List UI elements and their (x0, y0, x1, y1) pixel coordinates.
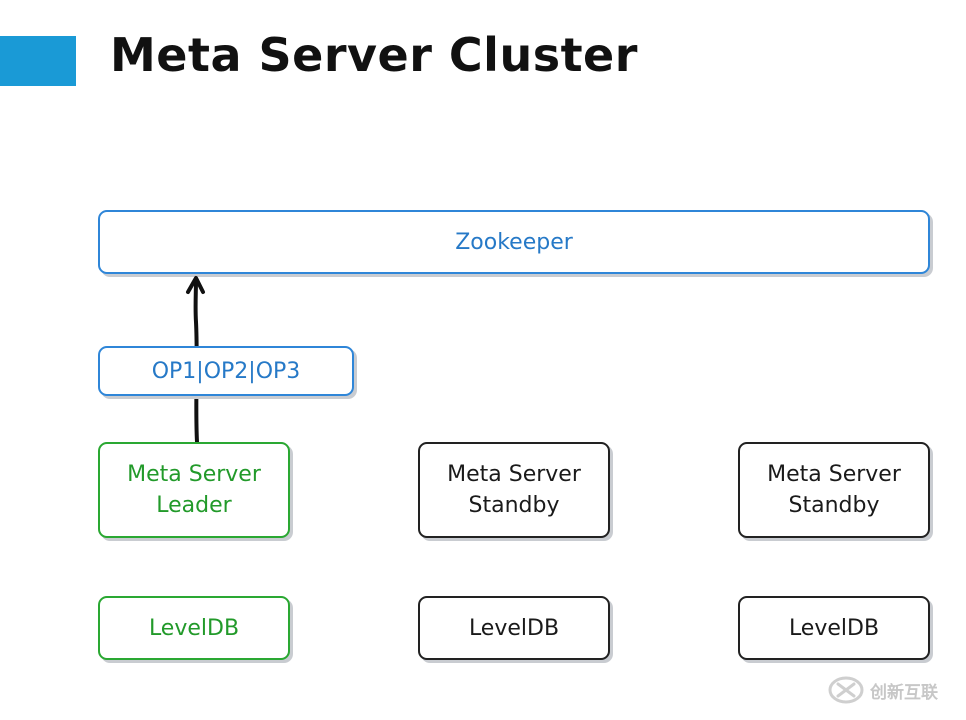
page-title: Meta Server Cluster (110, 28, 638, 82)
title-accent-bar (0, 36, 76, 86)
server-name: Meta Server (447, 462, 581, 487)
zookeeper-label: Zookeeper (455, 229, 573, 255)
leveldb-box-standby-1: LevelDB (418, 596, 610, 660)
server-role: Leader (156, 493, 232, 518)
meta-server-leader-box: Meta Server Leader (98, 442, 290, 538)
watermark-text: 创新互联 (870, 682, 938, 703)
operations-log-box: OP1|OP2|OP3 (98, 346, 354, 396)
server-name: Meta Server (127, 462, 261, 487)
storage-label: LevelDB (788, 615, 880, 641)
zookeeper-box: Zookeeper (98, 210, 930, 274)
server-name: Meta Server (767, 462, 901, 487)
leveldb-box-leader: LevelDB (98, 596, 290, 660)
arrow-shaft (193, 278, 199, 444)
logo-icon (828, 676, 864, 704)
server-role: Standby (788, 493, 880, 518)
meta-server-standby-box-1: Meta Server Standby (418, 442, 610, 538)
watermark: 创新互联 (828, 672, 938, 708)
arrow-head (186, 276, 205, 294)
storage-label: LevelDB (148, 615, 240, 641)
server-role: Standby (468, 493, 560, 518)
leveldb-box-standby-2: LevelDB (738, 596, 930, 660)
meta-server-standby-box-2: Meta Server Standby (738, 442, 930, 538)
replication-arrow (186, 276, 205, 444)
operations-label: OP1|OP2|OP3 (151, 358, 301, 384)
storage-label: LevelDB (468, 615, 560, 641)
